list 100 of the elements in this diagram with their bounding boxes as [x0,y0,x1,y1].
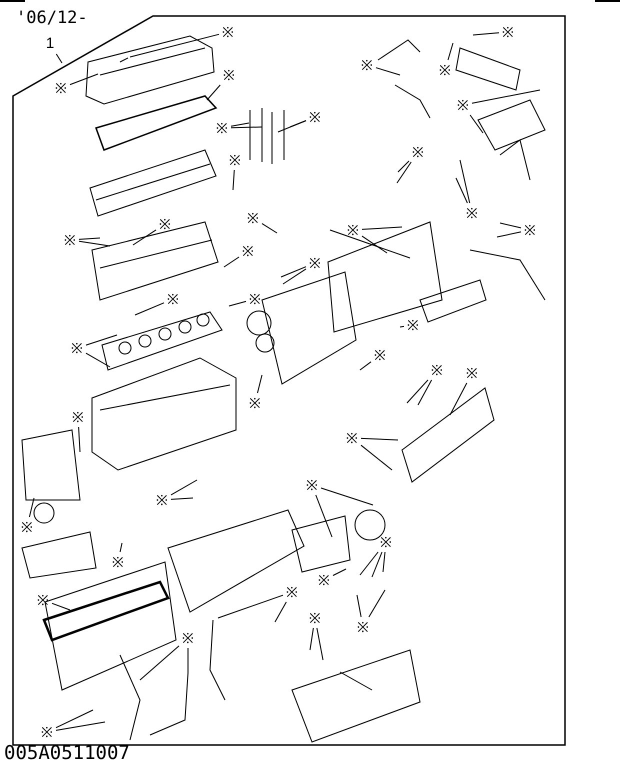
reference-mark: ※ [378,533,394,551]
reference-mark: ※ [500,23,516,41]
reference-mark: ※ [344,429,360,447]
leader-line [315,494,332,538]
reference-mark: ※ [464,204,480,222]
reference-mark: ※ [154,491,170,509]
reference-mark: ※ [464,364,480,382]
reference-mark: ※ [307,609,323,627]
leader-line [86,352,110,368]
reference-mark: ※ [110,553,126,571]
reference-mark: ※ [180,629,196,647]
reference-mark: ※ [69,339,85,357]
reference-mark: ※ [345,221,361,239]
leader-line [262,223,278,234]
reference-mark: ※ [19,518,35,536]
leader-line [470,114,484,134]
leader-line [362,226,402,230]
leader-line [376,67,400,76]
reference-mark: ※ [39,723,55,741]
leader-line [450,382,468,416]
leader-line [418,380,432,406]
leader-line [360,552,379,576]
reference-mark: ※ [355,618,371,636]
leader-line [56,722,106,731]
leader-line [228,300,246,306]
leader-line [78,426,80,452]
reference-mark: ※ [245,209,261,227]
leader-line [356,594,362,618]
drawing-number: 005A0511007 [4,742,130,764]
leader-line [132,229,156,246]
leader-line [282,268,306,284]
leader-line [320,488,374,506]
leader-line [56,710,94,728]
leader-line [52,602,70,610]
leader-line [134,302,164,316]
reference-mark: ※ [316,571,332,589]
leader-line [372,552,382,578]
leader-line [230,122,250,127]
leader-line [460,160,470,204]
reference-mark: ※ [247,394,263,412]
leader-line [232,170,235,190]
leader-line [78,238,100,240]
leader-line [257,374,262,394]
reference-mark: ※ [35,591,51,609]
date-note: '06/12- [16,8,88,28]
reference-mark: ※ [455,96,471,114]
reference-mark: ※ [307,108,323,126]
leader-line [406,379,428,404]
leader-line [310,628,314,650]
reference-mark: ※ [247,290,263,308]
leader-line [78,240,110,246]
reference-mark: ※ [304,476,320,494]
reference-mark: ※ [220,23,236,41]
leader-line [130,34,220,58]
reference-mark: ※ [70,408,86,426]
reference-mark: ※ [284,583,300,601]
leader-line [206,84,221,100]
reference-mark: ※ [157,215,173,233]
callout-number: 1 [42,35,58,53]
leader-line [360,444,392,470]
leader-line [472,32,500,36]
leader-line [396,162,412,184]
leader-line [360,361,372,370]
leader-line [224,256,240,268]
leader-line [360,438,398,440]
leader-line [362,236,388,254]
reference-mark: ※ [221,66,237,84]
leader-line [448,42,454,60]
reference-mark: ※ [372,346,388,364]
reference-mark: ※ [359,56,375,74]
leader-line [170,498,194,500]
leader-line [86,334,118,346]
leader-line [332,568,346,576]
reference-mark: ※ [405,316,421,334]
reference-mark: ※ [227,151,243,169]
leader-line [140,645,180,680]
leader-line [170,480,198,496]
leader-line [120,542,122,552]
leader-line [500,222,522,228]
reference-mark: ※ [165,290,181,308]
leader-line [230,126,262,128]
leader-line [456,178,468,204]
leader-line [280,266,306,278]
leader-line [316,628,324,660]
reference-mark: ※ [410,143,426,161]
leader-line [28,498,34,518]
reference-mark: ※ [429,361,445,379]
reference-mark: ※ [214,119,230,137]
leader-line [218,594,284,618]
reference-mark: ※ [522,221,538,239]
leader-line [398,160,410,172]
leader-line [278,120,306,132]
reference-mark: ※ [62,231,78,249]
leader-line [382,552,386,572]
reference-mark: ※ [240,242,256,260]
reference-mark: ※ [437,61,453,79]
reference-mark: ※ [307,254,323,272]
leader-line [70,74,98,86]
leader-line [472,90,540,104]
leader-line [496,231,522,238]
